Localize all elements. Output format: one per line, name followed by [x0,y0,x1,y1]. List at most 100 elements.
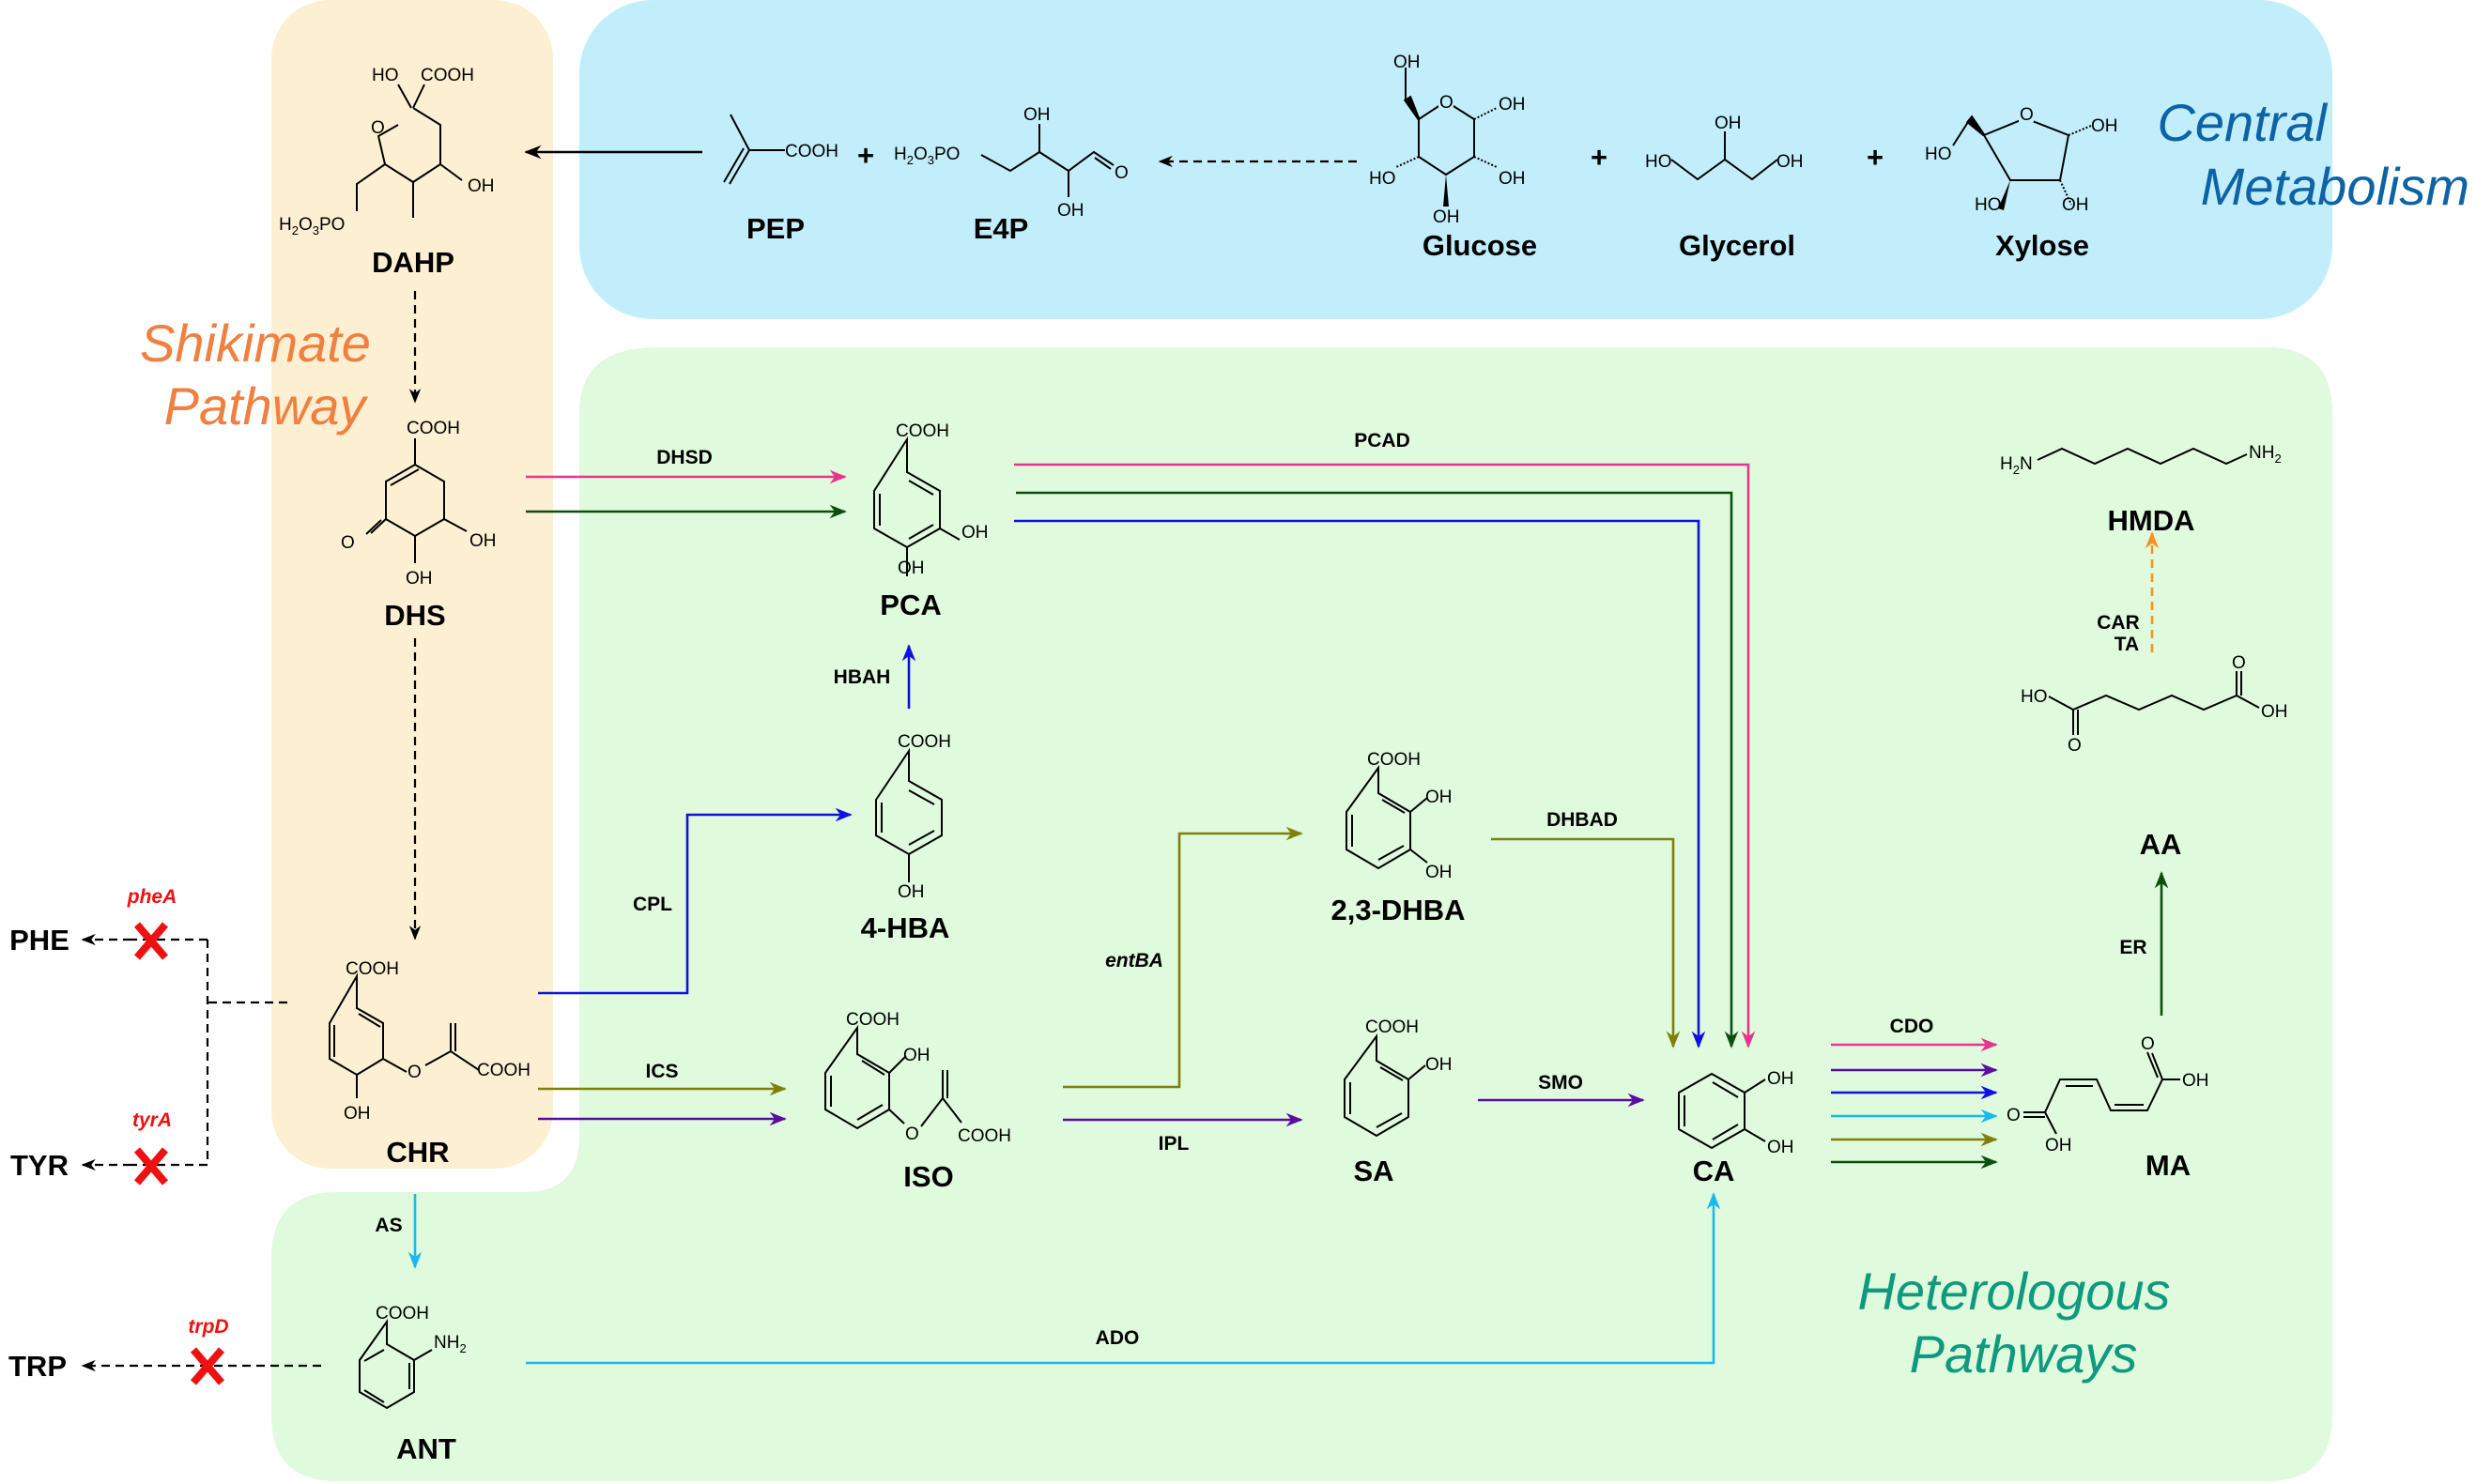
enzyme-dhsd: DHSD [656,447,713,468]
structure-hmda: H2N NH2 [2000,443,2282,477]
compound-pep: PEP [746,212,805,245]
structure-pca: COOH OH OH [873,421,989,578]
chr-cooh-side: COOH [477,1061,531,1080]
arrow-23dhba-to-ca [1491,837,1681,1048]
structure-sa: COOH OH [1344,1017,1453,1138]
gene-label-trpd: trpD [188,1316,228,1338]
arrow-pca-to-ca-pink [1014,463,1756,1048]
chr-oh: OH [344,1104,371,1124]
structure-aa: HO O O OH [2021,653,2288,756]
enzyme-ta: TA [2115,634,2139,655]
compound-pca: PCA [880,589,941,621]
e4p-oh-top: OH [1023,105,1051,125]
ma-o-right: O [2141,1034,2155,1054]
knockout-x-icon [133,1147,169,1186]
compound-tyr: TYR [10,1149,69,1182]
central-metabolism-title-line1: Central [2157,93,2328,152]
compound-aa: AA [2140,828,2182,861]
glucose-oh-6: OH [1393,53,1421,72]
xylose-oh-1: OH [2091,116,2118,136]
central-background [579,0,2332,319]
structure-ant: COOH NH2 [359,1304,467,1410]
structure-xylose: O HO OH HO OH [1925,105,2118,215]
glucose-oh-4: HO [1369,169,1396,189]
pca-cooh: COOH [896,421,949,441]
sa-cooh: COOH [1365,1017,1419,1037]
sa-oh: OH [1425,1055,1453,1075]
glucose-oh-3: OH [1433,207,1460,227]
structure-23dhba: COOH OH OH [1346,750,1453,882]
gene-label-phea: pheA [127,886,177,908]
shikimate-title-line1: Shikimate [140,314,371,373]
enzyme-smo: SMO [1538,1072,1583,1094]
iso-ether-o: O [905,1124,919,1144]
pep-cooh: COOH [785,142,838,161]
compound-iso: ISO [903,1160,953,1193]
ca-oh-2: OH [1767,1138,1794,1157]
enzyme-ipl: IPL [1159,1133,1190,1155]
aa-o-left: O [2068,736,2082,756]
structure-chr: COOH O COOH OH [329,959,531,1124]
hmda-h2n: H2N [2000,454,2033,477]
compound-ca: CA [1693,1155,1735,1187]
glycerol-oh-right: OH [1776,152,1804,172]
structure-glucose: O OH OH OH HO OH [1369,53,1526,227]
arrow-pca-to-ca-blue [1014,519,1706,1048]
heterologous-title-line1: Heterologous [1857,1262,2170,1321]
compound-xylose: Xylose [1995,229,2089,262]
e4p-oh-bottom: OH [1057,201,1084,221]
compound-4hba: 4-HBA [861,911,950,944]
structure-ca: OH OH [1678,1069,1794,1157]
iso-cooh-ring: COOH [846,1010,900,1030]
shikimate-title-line2: Pathway [164,376,369,436]
compound-23dhba: 2,3-DHBA [1331,894,1466,926]
central-metabolism-title-line2: Metabolism [2201,157,2469,216]
enzyme-dhbad: DHBAD [1546,809,1618,831]
chr-ether-o: O [408,1063,422,1082]
heterologous-background [271,347,2332,1481]
knockout-tyra: tyrA [132,1109,172,1186]
arrow-pca-to-ca-green [1016,491,1739,1048]
hmda-nh2: NH2 [2249,443,2282,466]
pca-oh-4: OH [898,558,925,578]
knockout-x-icon [190,1347,225,1385]
compound-chr: CHR [386,1136,449,1169]
structure-e4p: H2O3PO OH OH O [894,105,1129,221]
knockout-trpd: trpD [188,1316,229,1385]
aa-ho: HO [2021,687,2048,707]
compound-sa: SA [1353,1155,1393,1187]
plus-sign: + [857,139,874,172]
dahp-cooh: COOH [421,66,474,85]
plus-sign: + [1867,141,1884,174]
arrow-chr-to-4hba [538,807,853,995]
enzyme-entba: entBA [1105,950,1163,971]
compound-ma: MA [2145,1149,2191,1182]
structure-ma: O OH O OH [2007,1034,2209,1155]
compound-ant: ANT [396,1432,456,1465]
ma-oh-left: OH [2045,1136,2072,1155]
dhs-oh-right: OH [469,531,497,551]
dahp-phosphate: H2O3PO [279,215,345,237]
dhs-oh-bottom: OH [406,569,433,589]
e4p-phosphate: H2O3PO [894,145,960,167]
dahp-ring-o: O [371,118,385,138]
23dhba-oh-3: OH [1425,863,1453,882]
compound-e4p: E4P [974,212,1029,245]
compound-hmda: HMDA [2108,504,2195,537]
ca-oh-1: OH [1767,1069,1794,1089]
4hba-oh: OH [898,882,925,902]
23dhba-oh-2: OH [1425,788,1453,807]
dahp-oh: OH [468,176,495,196]
xylose-ring-o: O [2020,105,2034,125]
shikimate-background [271,0,553,1169]
ant-nh2: NH2 [434,1333,467,1355]
glycerol-ho-left: HO [1645,152,1672,172]
dhs-cooh: COOH [407,419,460,438]
gene-label-tyra: tyrA [132,1109,172,1131]
structure-dahp: O HO COOH OH H2O3PO [279,66,495,237]
xylose-oh-2: OH [2062,195,2089,215]
enzyme-cdo: CDO [1890,1016,1934,1037]
structure-pep: COOH [723,114,838,185]
glucose-ring-o: O [1439,93,1453,113]
4hba-cooh: COOH [898,732,951,752]
